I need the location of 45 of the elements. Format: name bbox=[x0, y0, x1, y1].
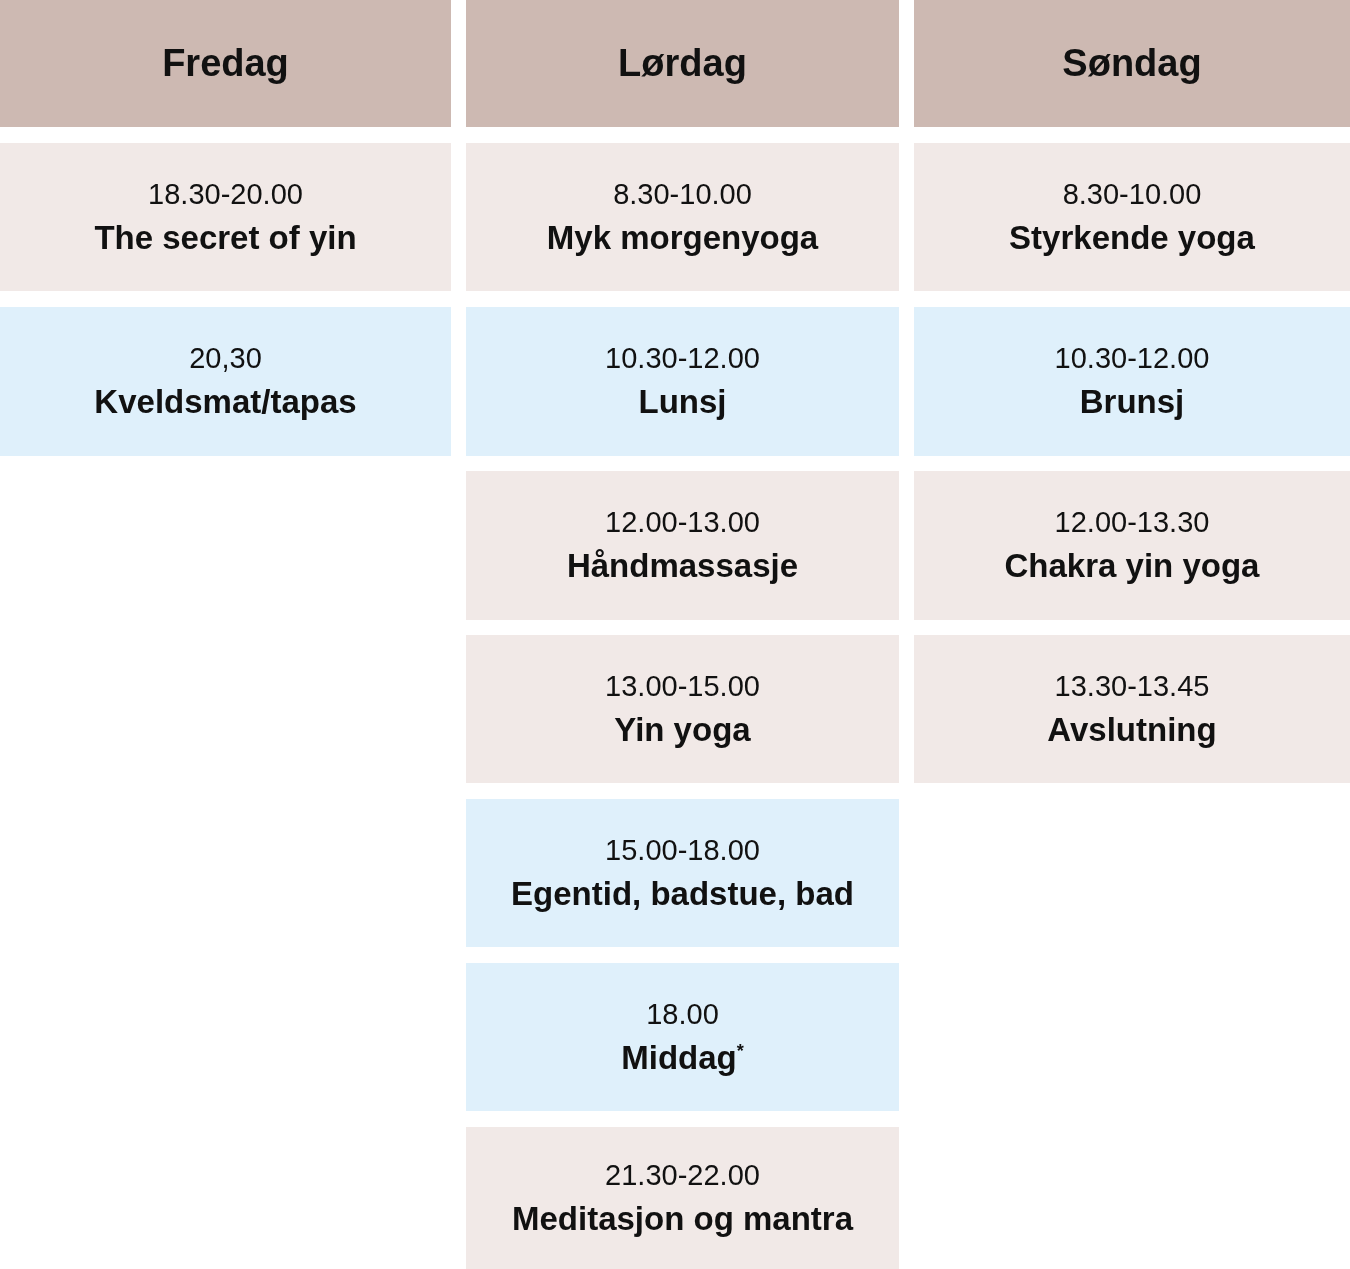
schedule-card bbox=[914, 635, 1350, 783]
day-name: Fredag bbox=[162, 42, 289, 85]
activity-title: Yin yoga bbox=[614, 710, 751, 749]
schedule-card bbox=[914, 471, 1350, 620]
schedule-card bbox=[466, 799, 899, 947]
schedule-card bbox=[466, 307, 899, 456]
schedule-card bbox=[914, 307, 1350, 456]
time-range: 12.00-13.00 bbox=[605, 506, 760, 539]
day-header bbox=[914, 0, 1350, 127]
time-range: 8.30-10.00 bbox=[613, 177, 752, 211]
schedule-card bbox=[466, 143, 899, 291]
time-range: 13.00-15.00 bbox=[605, 669, 760, 703]
time-range: 13.30-13.45 bbox=[1054, 669, 1210, 703]
activity-title: Middag$^{*}$ bbox=[621, 1038, 744, 1077]
activity-title: Meditasjon og mantra bbox=[511, 1199, 853, 1238]
time-range: 21.30-22.00 bbox=[605, 1158, 760, 1192]
schedule-card bbox=[0, 307, 451, 456]
activity-title: The secret of yin bbox=[94, 218, 357, 257]
activity-title: Avslutning bbox=[1047, 710, 1217, 749]
activity-title: Brunsj bbox=[1079, 383, 1185, 421]
schedule-card bbox=[466, 963, 899, 1111]
day-header bbox=[466, 0, 899, 127]
time-range: 18.00 bbox=[646, 997, 719, 1031]
time-range: 15.00-18.00 bbox=[605, 833, 760, 867]
time-range: 20,30 bbox=[189, 342, 262, 375]
time-range: 10.30-12.00 bbox=[1054, 342, 1210, 375]
activity-title: Egentid, badstue, bad bbox=[511, 874, 854, 913]
day-header bbox=[0, 0, 451, 127]
schedule-card bbox=[914, 143, 1350, 291]
time-range: 12.00-13.30 bbox=[1054, 506, 1210, 539]
activity-title: Myk morgenyoga bbox=[546, 218, 819, 257]
activity-title: Håndmassasje bbox=[566, 547, 799, 585]
time-range: 8.30-10.00 bbox=[1062, 177, 1202, 211]
day-name: Søndag bbox=[1062, 42, 1202, 85]
activity-title: Kveldsmat/tapas bbox=[94, 383, 357, 421]
activity-title: Styrkende yoga bbox=[1009, 218, 1255, 257]
time-range: 10.30-12.00 bbox=[605, 342, 760, 375]
schedule-card bbox=[466, 471, 899, 620]
time-range: 18.30-20.00 bbox=[148, 177, 303, 211]
schedule-card bbox=[466, 635, 899, 783]
schedule-card bbox=[466, 1127, 899, 1269]
activity-title: Lunsj bbox=[638, 383, 727, 421]
day-name: Lørdag bbox=[618, 42, 747, 85]
schedule-card bbox=[0, 143, 451, 291]
activity-title: Chakra yin yoga bbox=[1004, 547, 1260, 585]
